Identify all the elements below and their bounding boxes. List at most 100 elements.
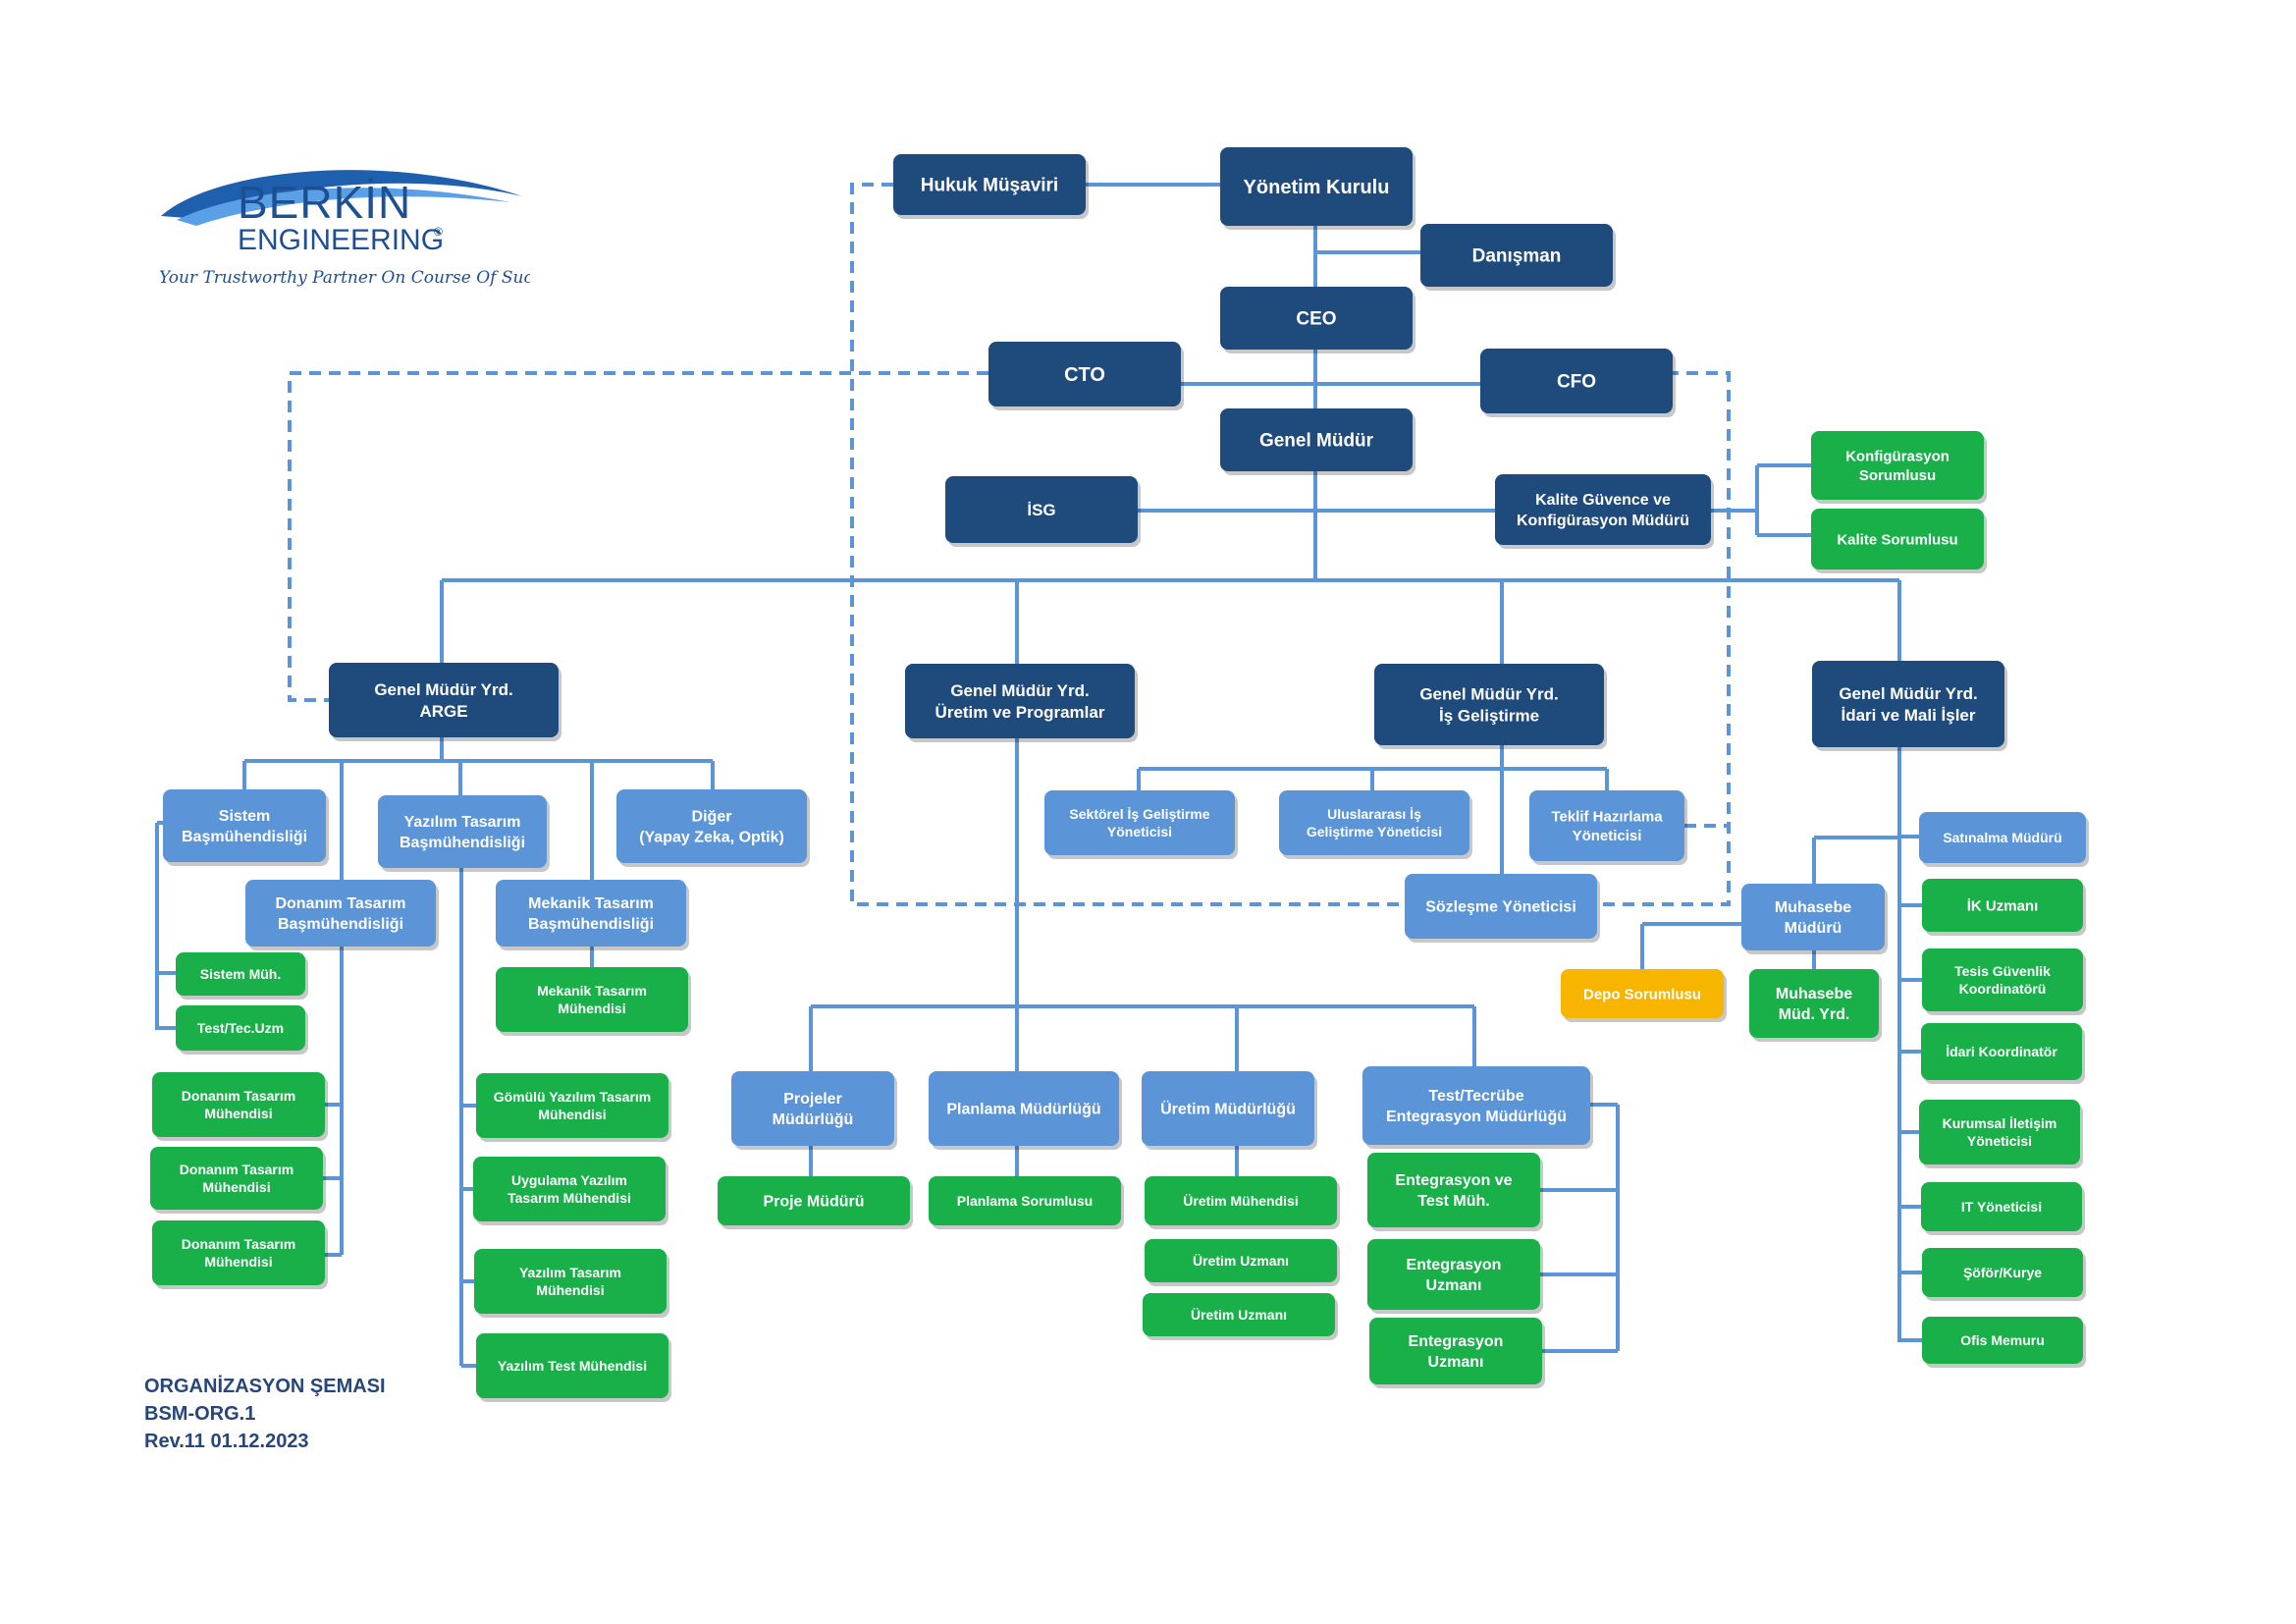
node-depo: Depo Sorumlusu (1561, 969, 1727, 1022)
node-box (929, 1176, 1121, 1225)
dashed-connector-line (850, 183, 1731, 906)
node-planlama-sor: Planlama Sorumlusu (929, 1176, 1124, 1229)
node-genel-mudur: Genel Müdür (1220, 408, 1415, 475)
node-label: Geliştirme Yöneticisi (1307, 824, 1442, 839)
node-label: Hukuk Müşaviri (921, 176, 1058, 196)
node-kalite-mudur: Kalite Güvence ve Konfigürasyon Müdürü (1495, 474, 1714, 549)
node-label: Danışman (1472, 246, 1562, 267)
node-label: Sistem (219, 808, 270, 825)
node-label: Müdürlüğü (773, 1111, 854, 1128)
node-box (1749, 969, 1879, 1038)
node-label: Test/Tec.Uzm (197, 1020, 284, 1036)
node-cfo: CFO (1480, 349, 1676, 417)
node-yazilim-test: Yazılım Test Mühendisi (476, 1333, 671, 1402)
node-label: Yazılım Tasarım (519, 1265, 621, 1280)
node-label: Genel Müdür Yrd. (374, 680, 512, 699)
node-label: Planlama Sorumlusu (957, 1193, 1093, 1209)
node-test-tec: Test/Tec.Uzm (176, 1005, 308, 1055)
node-box (616, 789, 807, 863)
node-label: Depo Sorumlusu (1583, 986, 1701, 1002)
footer-title: ORGANİZASYON ŞEMASI (144, 1376, 386, 1397)
node-gmy-is: Genel Müdür Yrd.İş Geliştirme (1374, 664, 1607, 749)
node-proje-mudur: Proje Müdürü (718, 1176, 913, 1229)
node-ofis: Ofis Memuru (1922, 1317, 2086, 1368)
node-uretim-md: Üretim Müdürlüğü (1142, 1071, 1317, 1150)
node-box (1480, 349, 1673, 413)
node-box (929, 1071, 1119, 1146)
node-label: Sektörel İş Geliştirme (1069, 806, 1209, 822)
node-label: Mekanik Tasarım (537, 983, 647, 999)
node-label: Uzmanı (1426, 1277, 1482, 1294)
node-label: IT Yöneticisi (1961, 1199, 2042, 1215)
node-box (1279, 790, 1469, 855)
node-box (1922, 948, 2083, 1011)
node-uretim-uzm-2: Üretim Uzmanı (1143, 1293, 1338, 1340)
node-label: Üretim ve Programlar (935, 703, 1105, 722)
node-label: Konfigürasyon (1845, 449, 1949, 465)
node-box (152, 1072, 325, 1137)
node-box (905, 664, 1135, 738)
node-label: Başmühendisliği (278, 916, 403, 933)
node-label: Yöneticisi (1107, 824, 1172, 839)
node-label: Üretim Mühendisi (1183, 1193, 1298, 1209)
node-box (1529, 790, 1684, 861)
node-label: Proje Müdürü (763, 1194, 864, 1211)
node-label: Planlama Müdürlüğü (946, 1102, 1100, 1118)
node-label: Sorumlusu (1859, 467, 1936, 484)
logo-line2: ENGINEERING (238, 224, 444, 256)
node-label: Ofis Memuru (1960, 1332, 2045, 1348)
node-label: Müdürü (1785, 920, 1842, 937)
node-box (1495, 474, 1711, 545)
node-box (1561, 969, 1724, 1018)
node-label: Mühendisi (538, 1107, 606, 1122)
dashed-connector-lines (288, 183, 1731, 906)
node-label: Yöneticisi (1967, 1133, 2032, 1149)
connector-lines (155, 183, 1922, 1368)
node-label: İdari Koordinatör (1946, 1044, 2057, 1059)
node-box (1921, 1023, 2082, 1080)
node-label: Diğer (692, 809, 732, 826)
node-label: Mühendisi (558, 1001, 625, 1016)
node-box (1741, 884, 1885, 950)
node-label: Test Müh. (1417, 1193, 1489, 1210)
node-box (945, 476, 1138, 543)
logo-line1: BERKİN (238, 177, 411, 228)
node-label: Test/Tecrübe (1428, 1088, 1523, 1105)
node-label: Donanım Tasarım (182, 1236, 295, 1252)
node-box (988, 342, 1181, 406)
node-box (718, 1176, 910, 1225)
berkin-logo: BERKİN ENGINEERING ® Your Trustworthy Pa… (159, 170, 530, 288)
node-label: Sözleşme Yöneticisi (1425, 899, 1576, 916)
node-label: Mühendisi (536, 1282, 604, 1298)
node-label: Üretim Müdürlüğü (1160, 1100, 1296, 1118)
node-label: İdari ve Mali İşler (1841, 706, 1975, 725)
node-label: Konfigürasyon Müdürü (1517, 513, 1689, 529)
node-gmy-idari: Genel Müdür Yrd.İdari ve Mali İşler (1812, 661, 2007, 751)
node-planlama: Planlama Müdürlüğü (929, 1071, 1122, 1150)
node-label: Uzmanı (1428, 1354, 1484, 1371)
node-label: Kalite Güvence ve (1535, 492, 1671, 509)
node-label: Başmühendisliği (400, 835, 525, 851)
node-label: Şöför/Kurye (1963, 1265, 2042, 1280)
node-label: Yazılım Test Mühendisi (498, 1358, 647, 1374)
node-box (1220, 287, 1413, 350)
node-box (329, 663, 559, 737)
node-label: CFO (1557, 372, 1596, 393)
node-label: Genel Müdür Yrd. (1419, 684, 1558, 703)
node-label: Uygulama Yazılım (511, 1172, 627, 1188)
dashed-connector-line (288, 371, 988, 702)
node-gmy-arge: Genel Müdür Yrd.ARGE (329, 663, 561, 741)
node-label: Gömülü Yazılım Tasarım (494, 1089, 652, 1105)
node-box (1044, 790, 1235, 855)
chart-footer: ORGANİZASYON ŞEMASI BSM-ORG.1 Rev.11 01.… (144, 1373, 386, 1455)
node-box (1811, 431, 1984, 500)
node-label: Tasarım Mühendisi (507, 1190, 631, 1206)
node-box (163, 789, 326, 862)
